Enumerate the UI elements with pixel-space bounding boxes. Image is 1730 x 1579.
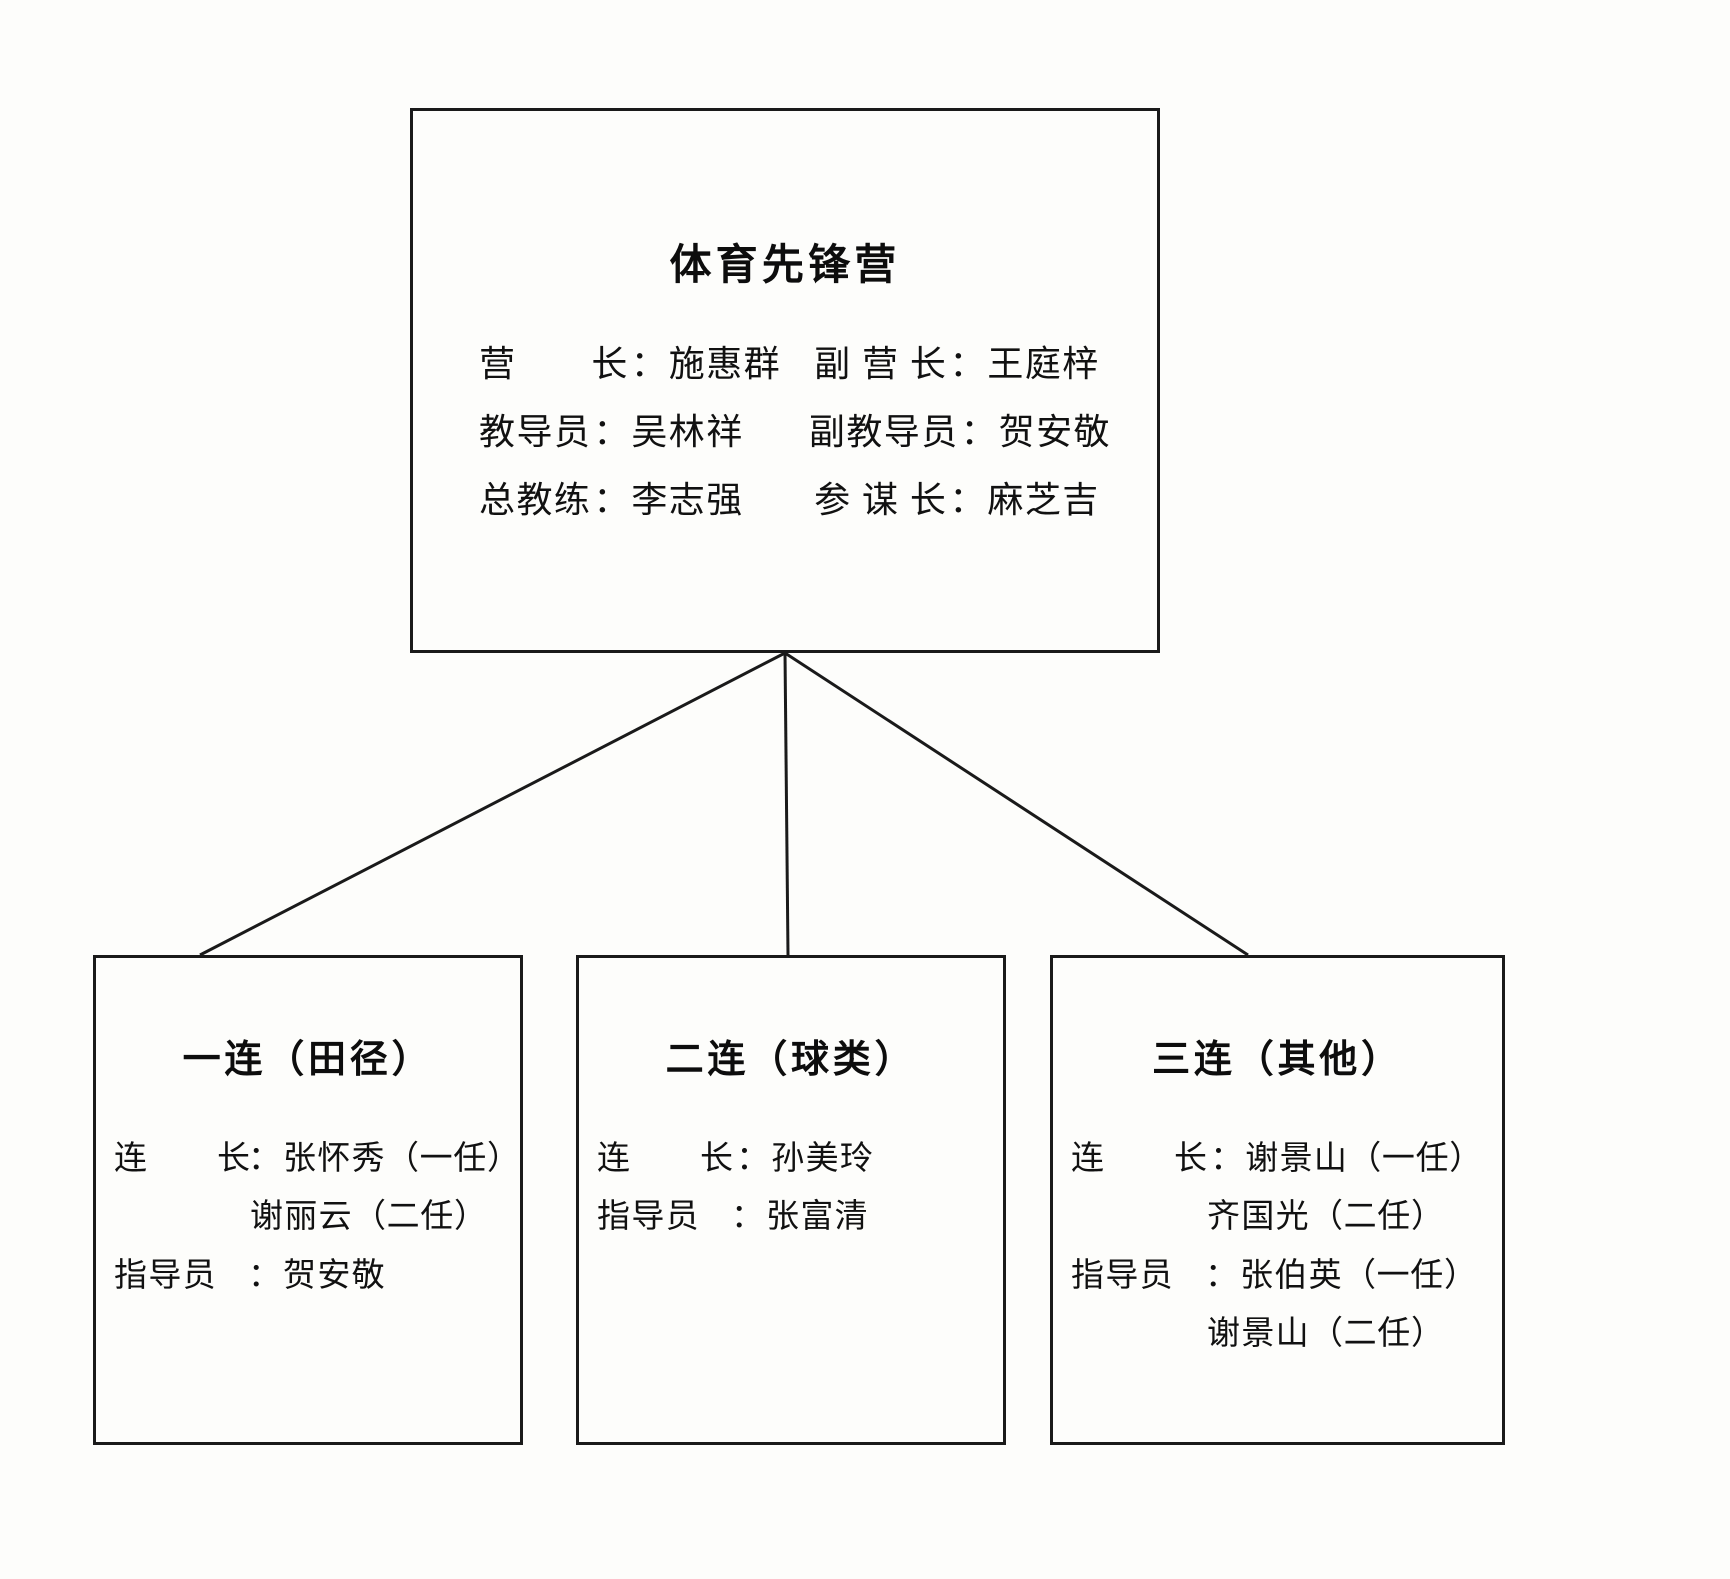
role-label: 副教导员	[808, 411, 959, 452]
colon-glyph: ：	[1210, 1141, 1244, 1177]
person-name: 麻芝吉	[987, 479, 1100, 520]
child-roster-line: 齐国光 （二任）	[1071, 1199, 1486, 1235]
connector-root-to-child-2	[783, 652, 790, 956]
role-label: 总教练	[479, 479, 592, 520]
tenure-label: （一任）	[1342, 1257, 1478, 1294]
child-node-title: 二连（球类）	[665, 1039, 917, 1081]
connector-root-to-child-3	[784, 651, 1249, 957]
roster-entry-chief-of-staff: 参 谋 长 ： 麻芝吉	[814, 479, 1111, 520]
person-name: 谢景山	[1245, 1141, 1349, 1177]
child-node-title: 一连（田径）	[182, 1039, 434, 1081]
person-name: 张富清	[766, 1199, 869, 1236]
roster-entry-head-coach: 总教练 ： 李志强	[459, 479, 814, 520]
roster-entry-instructor: 教导员 ： 吴林祥	[459, 411, 809, 452]
person-name: 张怀秀	[283, 1141, 386, 1177]
root-node-title: 体育先锋营	[669, 243, 901, 289]
child-roster: 连 长 ： 谢景山 （一任） 齐国光 （二任） 指导员 ： 张伯英 （一任） 谢…	[1053, 1141, 1502, 1352]
colon-glyph: ：	[960, 411, 997, 452]
roster-row: 教导员 ： 吴林祥 副教导员 ： 贺安敬	[459, 411, 1111, 452]
person-name: 张伯英	[1240, 1257, 1343, 1294]
child-roster-line: 谢景山 （二任）	[1071, 1316, 1486, 1352]
role-label: 营 长	[479, 344, 629, 384]
child-roster-line: 连 长 ： 孙美玲	[597, 1141, 987, 1177]
child-roster-line: 连 长 ： 张怀秀 （一任）	[114, 1141, 520, 1177]
colon-glyph: ：	[248, 1141, 281, 1177]
role-label: 连 长	[597, 1141, 735, 1177]
role-label: 指导员	[1071, 1257, 1174, 1294]
colon-glyph: ：	[731, 1199, 764, 1236]
tenure-label: （二任）	[1309, 1199, 1445, 1236]
roster-entry-commander: 营 长 ： 施惠群	[459, 344, 814, 384]
tenure-label: （一任）	[1348, 1141, 1483, 1177]
person-name: 谢景山	[1207, 1315, 1310, 1352]
colon-glyph: ：	[593, 479, 630, 520]
person-name: 李志强	[631, 479, 744, 520]
colon-glyph: ：	[630, 344, 667, 384]
root-node-battalion: 体育先锋营 营 长 ： 施惠群 副 营 长 ： 王庭梓 教导员 ： 吴	[410, 108, 1160, 653]
child-roster-line: 指导员 ： 张伯英 （一任）	[1071, 1258, 1486, 1294]
person-name: 齐国光	[1207, 1199, 1310, 1236]
role-label: 教导员	[479, 411, 592, 452]
role-label: 参 谋 长	[814, 479, 948, 520]
tenure-label: （一任）	[385, 1141, 521, 1177]
role-label: 指导员	[597, 1199, 700, 1236]
child-roster-line: 指导员 ： 张富清	[597, 1199, 987, 1235]
colon-glyph: ：	[1205, 1257, 1238, 1294]
child-roster-line: 指导员 ： 贺安敬	[114, 1258, 504, 1294]
roster-row: 总教练 ： 李志强 参 谋 长 ： 麻芝吉	[459, 479, 1111, 520]
colon-glyph: ：	[949, 344, 986, 384]
roster-entry-deputy-commander: 副 营 长 ： 王庭梓	[814, 344, 1111, 384]
colon-glyph: ：	[736, 1141, 770, 1177]
root-roster: 营 长 ： 施惠群 副 营 长 ： 王庭梓 教导员 ： 吴林祥 副教导员	[413, 344, 1157, 520]
colon-glyph: ：	[248, 1257, 281, 1294]
role-label: 副 营 长	[814, 344, 948, 384]
child-node-company-2: 二连（球类） 连 长 ： 孙美玲 指导员 ： 张富清	[576, 955, 1006, 1445]
role-label: 连 长	[1071, 1141, 1209, 1177]
colon-glyph: ：	[949, 479, 986, 520]
connector-root-to-child-1	[199, 651, 786, 957]
person-name: 贺安敬	[998, 411, 1111, 452]
role-label: 连 长	[114, 1141, 252, 1177]
child-roster: 连 长 ： 孙美玲 指导员 ： 张富清	[579, 1141, 1003, 1236]
person-name: 贺安敬	[283, 1257, 386, 1294]
roster-row: 营 长 ： 施惠群 副 营 长 ： 王庭梓	[459, 344, 1111, 384]
child-node-company-3: 三连（其他） 连 长 ： 谢景山 （一任） 齐国光 （二任） 指导员 ： 张伯英…	[1050, 955, 1505, 1445]
child-node-title: 三连（其他）	[1152, 1039, 1403, 1081]
person-name: 施惠群	[668, 344, 782, 384]
person-name: 吴林祥	[631, 411, 744, 452]
person-name: 孙美玲	[771, 1141, 875, 1177]
roster-entry-deputy-instructor: 副教导员 ： 贺安敬	[808, 411, 1111, 452]
child-roster-line: 连 长 ： 谢景山 （一任）	[1071, 1141, 1486, 1177]
colon-glyph: ：	[593, 411, 630, 452]
child-roster: 连 长 ： 张怀秀 （一任） 谢丽云 （二任） 指导员 ： 贺安敬	[96, 1141, 520, 1294]
person-name: 谢丽云	[250, 1199, 353, 1236]
person-name: 王庭梓	[987, 344, 1100, 384]
tenure-label: （二任）	[1309, 1315, 1445, 1352]
role-label: 指导员	[114, 1257, 217, 1294]
tenure-label: （二任）	[352, 1199, 488, 1236]
child-node-company-1: 一连（田径） 连 长 ： 张怀秀 （一任） 谢丽云 （二任） 指导员 ： 贺安敬	[93, 955, 523, 1445]
child-roster-line: 谢丽云 （二任）	[114, 1199, 504, 1235]
